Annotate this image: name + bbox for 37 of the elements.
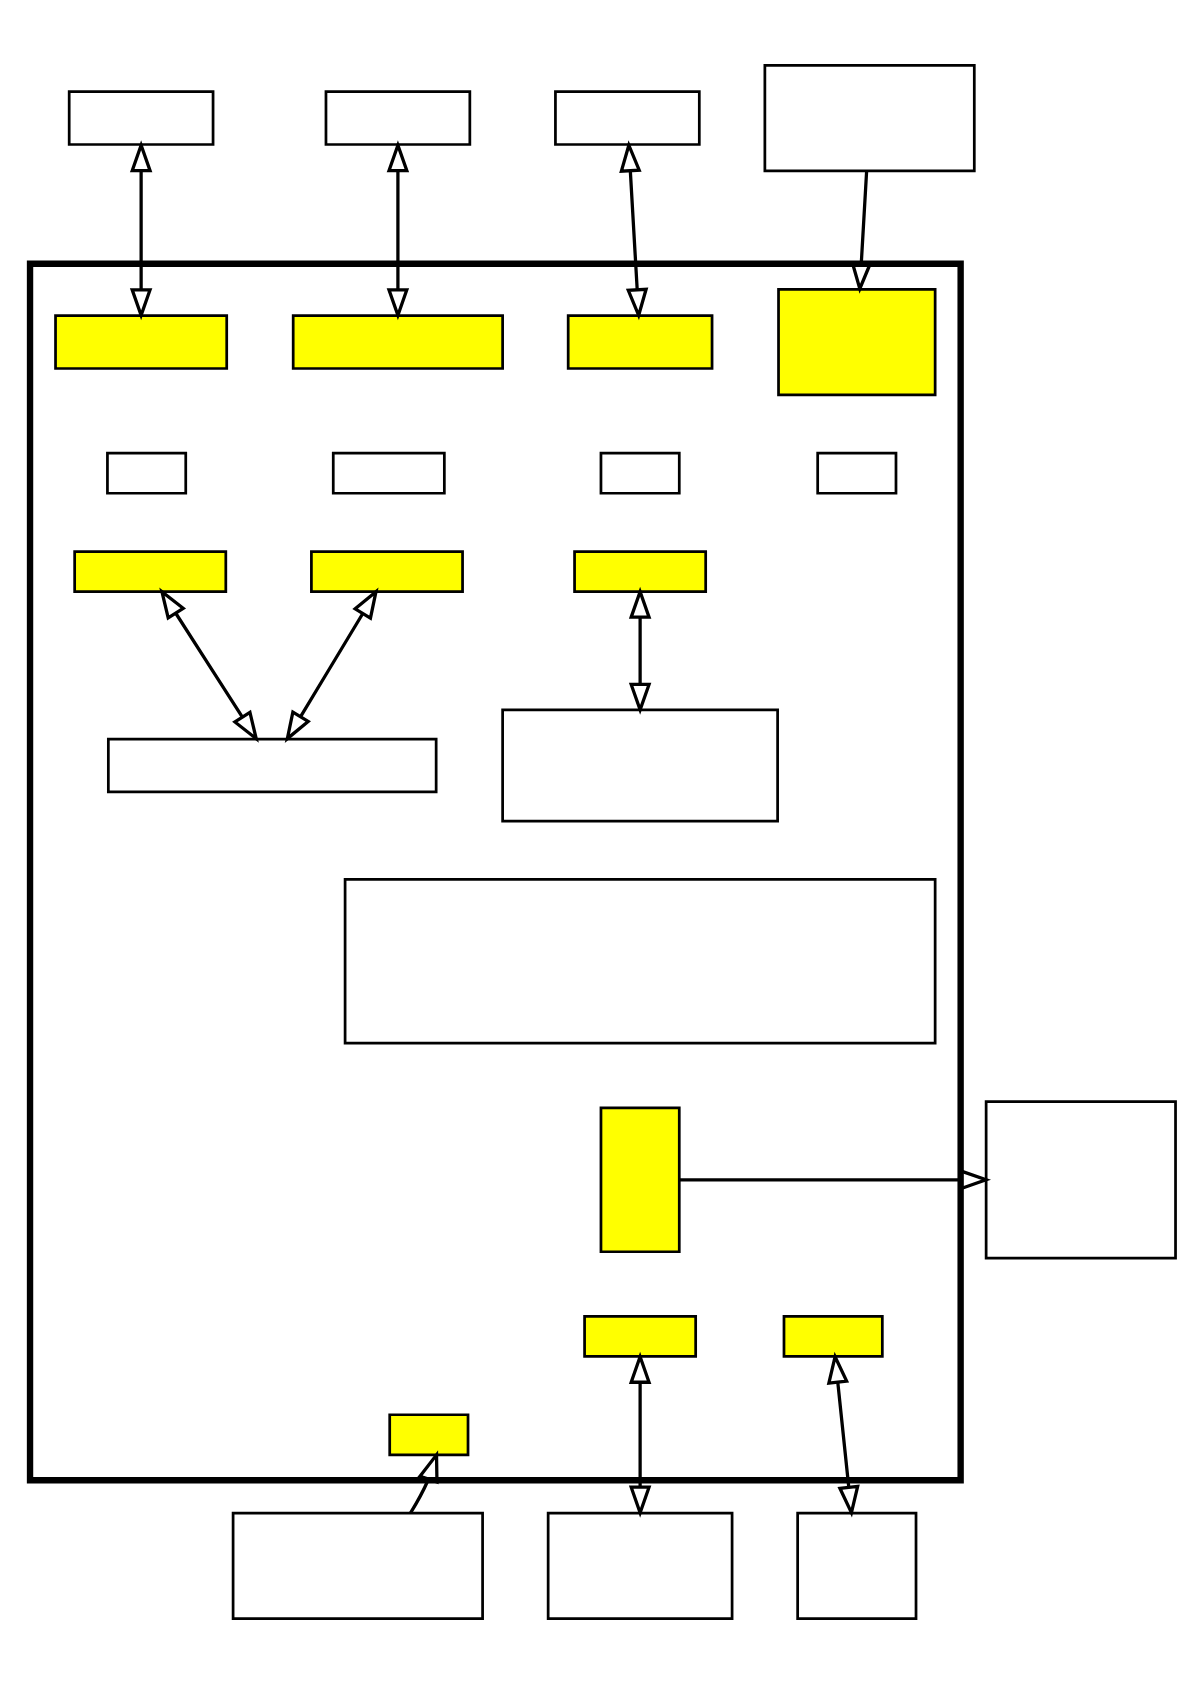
node-box: [816, 451, 898, 495]
node-box: [343, 877, 937, 1045]
arrow: [628, 1351, 652, 1518]
node-box: [67, 90, 215, 146]
node-box: [501, 708, 779, 823]
node-box: [763, 63, 976, 173]
node-box: [291, 314, 504, 370]
arrow: [628, 586, 652, 715]
arrow: [826, 1351, 860, 1518]
node-box: [777, 287, 937, 397]
node-box: [388, 1413, 470, 1457]
arrow: [284, 587, 379, 743]
node-box: [324, 90, 472, 146]
node-box: [566, 314, 714, 370]
node-box: [310, 550, 464, 593]
node-box: [583, 1315, 698, 1358]
arrow: [850, 170, 873, 294]
arrow: [159, 587, 259, 743]
arrow: [129, 140, 153, 321]
node-box: [554, 90, 701, 146]
node-box: [54, 314, 229, 370]
node-box: [106, 451, 188, 495]
arrow: [679, 1168, 991, 1192]
node-box: [331, 451, 446, 495]
node-box: [599, 1106, 681, 1254]
arrow: [409, 1450, 439, 1514]
node-box: [599, 451, 681, 495]
node-box: [782, 1315, 884, 1358]
node-box: [796, 1511, 918, 1621]
arrow: [386, 140, 410, 321]
node-box: [573, 550, 708, 593]
node-box: [546, 1511, 734, 1621]
node-box: [984, 1100, 1177, 1260]
node-box: [73, 550, 228, 593]
node-box: [231, 1511, 484, 1621]
node-box: [107, 737, 438, 794]
arrow: [619, 140, 649, 321]
